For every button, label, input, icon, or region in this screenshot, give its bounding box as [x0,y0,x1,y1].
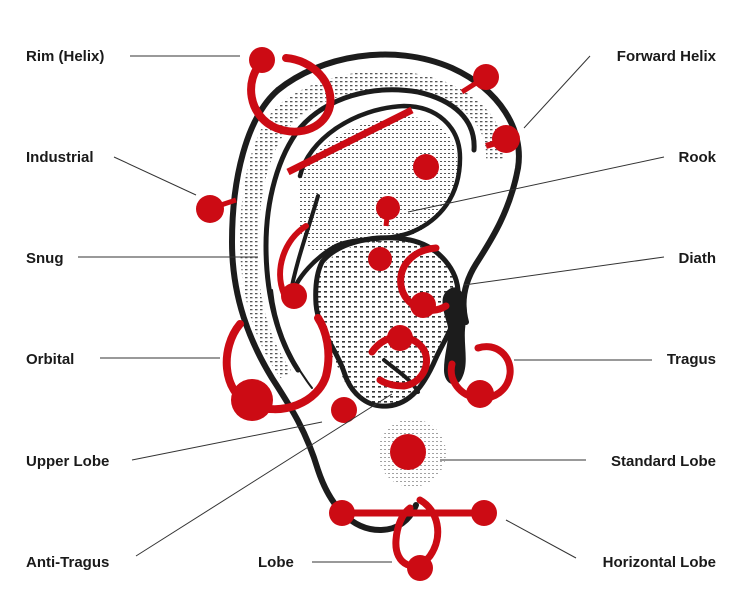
label-forward-helix: Forward Helix [617,48,717,65]
piercing-jewelry [196,47,520,581]
ear-tragus-notch [442,287,467,385]
label-industrial: Industrial [26,149,94,166]
rook-ball [413,154,439,180]
rim-helix-ball [249,47,275,73]
ear-concha-shading [316,239,459,406]
ear-rim-shading [240,70,504,379]
labels: Rim (Helix) Forward Helix Industrial Roo… [26,48,717,571]
standard-lobe-ball [390,434,426,470]
label-horizontal-lobe: Horizontal Lobe [603,554,716,571]
leader-rook [407,156,665,213]
snug-ring [277,223,309,297]
leader-anti-tragus [135,393,393,557]
anti-tragus-ball [387,325,413,351]
rim-helix-ring [247,54,335,136]
forward-helix-ball-lower [492,125,520,153]
label-orbital: Orbital [26,351,74,368]
leader-lines [78,55,665,563]
snug-ball-upper [368,247,392,271]
label-rook: Rook [679,149,717,166]
tragus-ring [447,343,514,402]
leader-horizontal-lobe [505,519,577,559]
label-snug: Snug [26,250,64,267]
snug-ball [281,283,307,309]
orbital-ring [222,314,333,414]
ear-antihelix [287,103,463,303]
ear-antitragus-fold [382,358,420,394]
ear-back-inner-line [271,289,313,389]
leader-upper-lobe [131,421,323,461]
label-anti-tragus: Anti-Tragus [26,554,109,571]
ear-illustration [229,51,522,533]
label-rim-helix: Rim (Helix) [26,48,104,65]
orbital-ball [231,379,273,421]
upper-lobe-ball [331,397,357,423]
rook-lower-ball [376,196,400,220]
forward-helix-ball-upper [473,64,499,90]
label-lobe: Lobe [258,554,294,571]
label-diath: Diath [679,250,717,267]
label-standard-lobe: Standard Lobe [611,453,716,470]
horizontal-lobe-ball-left [329,500,355,526]
tragus-ball [466,380,494,408]
diath-ball [410,292,436,318]
ear-upper-bowl-shading [300,116,458,253]
leader-industrial [113,156,197,196]
horizontal-lobe-ball-right [471,500,497,526]
industrial-bar [286,106,414,176]
industrial-back-ball [196,195,224,223]
lobe-ball [407,555,433,581]
leader-diath [463,256,665,286]
label-upper-lobe: Upper Lobe [26,453,109,470]
ear-back-outline [229,87,419,533]
leader-forward-helix [523,55,591,129]
label-tragus: Tragus [667,351,716,368]
